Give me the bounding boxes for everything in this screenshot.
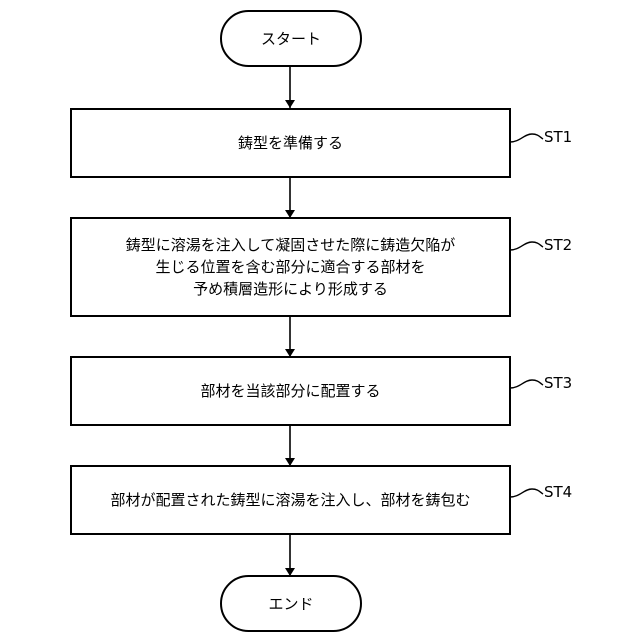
step-label-st4: ST4	[544, 483, 572, 501]
end-label: エンド	[268, 593, 313, 615]
process-step-st1: 鋳型を準備する	[70, 108, 511, 178]
step-text-line: 鋳型を準備する	[238, 132, 343, 154]
leader-st2	[510, 242, 543, 250]
leader-st3	[510, 380, 543, 388]
step-label-st2: ST2	[544, 236, 572, 254]
process-step-st2: 鋳型に溶湯を注入して凝固させた際に鋳造欠陥が 生じる位置を含む部分に適合する部材…	[70, 217, 511, 317]
process-step-st3: 部材を当該部分に配置する	[70, 356, 511, 426]
step-text-line: 部材を当該部分に配置する	[200, 380, 380, 402]
step-text: 鋳型を準備する	[238, 132, 343, 154]
step-text: 鋳型に溶湯を注入して凝固させた際に鋳造欠陥が 生じる位置を含む部分に適合する部材…	[126, 234, 456, 300]
step-text-line: 鋳型に溶湯を注入して凝固させた際に鋳造欠陥が	[126, 234, 456, 256]
step-text-line: 予め積層造形により形成する	[126, 278, 456, 300]
step-label-st1: ST1	[544, 128, 572, 146]
step-label-st3: ST3	[544, 374, 572, 392]
end-terminal: エンド	[220, 575, 362, 632]
step-text: 部材が配置された鋳型に溶湯を注入し、部材を鋳包む	[110, 489, 470, 511]
step-text-line: 生じる位置を含む部分に適合する部材を	[126, 256, 456, 278]
leader-st1	[510, 134, 543, 142]
process-step-st4: 部材が配置された鋳型に溶湯を注入し、部材を鋳包む	[70, 465, 511, 535]
start-terminal: スタート	[220, 10, 362, 67]
step-text-line: 部材が配置された鋳型に溶湯を注入し、部材を鋳包む	[110, 489, 470, 511]
start-label: スタート	[261, 28, 321, 50]
step-text: 部材を当該部分に配置する	[200, 380, 380, 402]
leader-st4	[510, 489, 543, 497]
